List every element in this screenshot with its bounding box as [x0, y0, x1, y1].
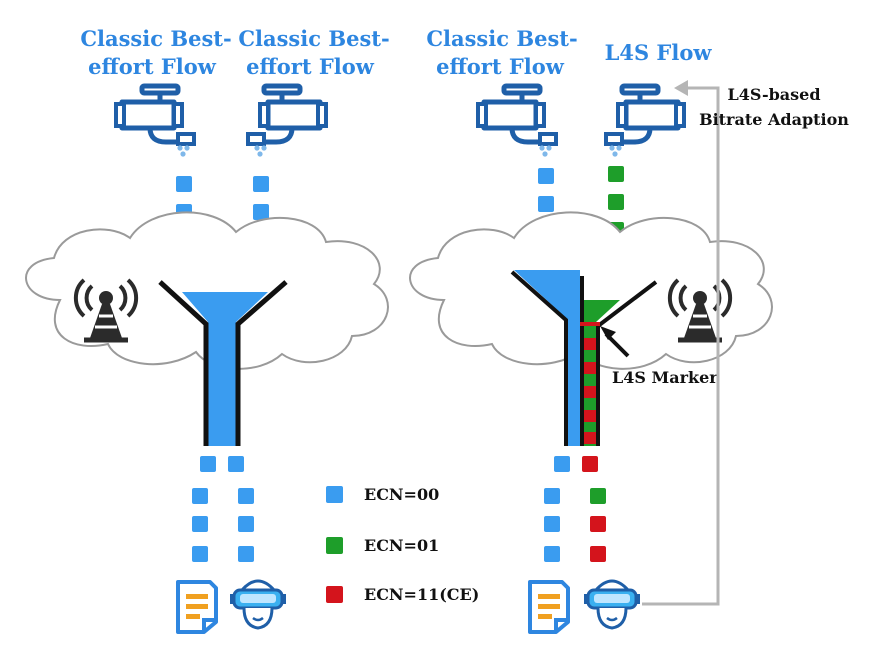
vr-headset-user-icon	[582, 579, 642, 630]
packet-ecn00	[253, 176, 269, 192]
packet-ecn00	[200, 456, 216, 472]
vr-headset-user-icon	[228, 579, 288, 630]
legend-swatch-ecn01	[326, 537, 343, 554]
packet-ecn11	[582, 456, 598, 472]
adaptation-label-line1: L4S-based	[727, 85, 820, 104]
packet-ecn00	[538, 196, 554, 212]
legend-swatch-ecn11	[326, 586, 343, 603]
faucet-icon	[116, 86, 194, 144]
right-flow1-title-line2: effort Flow	[436, 54, 565, 79]
document-icon	[528, 580, 570, 634]
right-flow1-title-line1: Classic Best-	[426, 26, 577, 51]
packet-ecn00	[192, 546, 208, 562]
packet-ecn00	[544, 546, 560, 562]
funnel-wall-left	[158, 280, 209, 446]
funnel-wall-left	[510, 270, 568, 446]
faucet-icon	[478, 86, 556, 144]
packet-ecn11	[590, 516, 606, 532]
water-drops-icon	[177, 145, 190, 157]
faucet-icon	[248, 86, 326, 144]
adaptation-label-line2: Bitrate Adaption	[699, 110, 849, 129]
packet-ecn00	[228, 456, 244, 472]
packet-ecn00	[544, 488, 560, 504]
left-flow1-title-line1: Classic Best-	[80, 26, 231, 51]
legend-label-ecn00: ECN=00	[364, 485, 439, 504]
packet-ecn00	[238, 546, 254, 562]
l4s-marker-label: L4S Marker	[612, 368, 718, 387]
packet-ecn00	[554, 456, 570, 472]
packet-ecn01	[608, 166, 624, 182]
legend-label-ecn01: ECN=01	[364, 536, 439, 555]
right-panel: Classic Best- effort Flow L4S Flow	[409, 26, 849, 634]
water-drops-icon	[254, 145, 267, 157]
water-drops-icon	[539, 145, 552, 157]
packet-ecn00	[544, 516, 560, 532]
bitrate-feedback-path	[642, 86, 720, 606]
l4s-queue-marked-segments	[584, 338, 596, 444]
right-outgoing-packets	[544, 456, 606, 562]
packet-ecn00	[238, 516, 254, 532]
left-panel: Classic Best- effort Flow Classic Best- …	[25, 26, 390, 634]
funnel-wall-right	[235, 280, 288, 446]
legend: ECN=00 ECN=01 ECN=11(CE)	[326, 485, 479, 604]
packet-ecn01	[590, 488, 606, 504]
classic-queue	[514, 270, 580, 446]
document-icon	[176, 580, 218, 634]
water-drops-icon	[609, 145, 622, 157]
shared-queue-funnel	[182, 292, 268, 446]
left-flow2-title-line2: effort Flow	[246, 54, 375, 79]
legend-swatch-ecn00	[326, 486, 343, 503]
arrowhead-icon	[600, 326, 616, 340]
packet-ecn00	[538, 168, 554, 184]
l4s-queue	[584, 300, 620, 446]
feedback-arrowhead-icon	[674, 80, 688, 96]
packet-ecn00	[176, 176, 192, 192]
left-flow2-title-line1: Classic Best-	[238, 26, 389, 51]
legend-label-ecn11: ECN=11(CE)	[364, 585, 479, 604]
packet-ecn01	[608, 194, 624, 210]
faucet-icon	[606, 86, 684, 144]
packet-ecn00	[238, 488, 254, 504]
packet-ecn11	[590, 546, 606, 562]
packet-ecn00	[253, 204, 269, 220]
left-outgoing-packets	[192, 456, 254, 562]
left-flow1-title-line2: effort Flow	[88, 54, 217, 79]
network-cloud	[409, 211, 773, 370]
l4s-flow-title: L4S Flow	[605, 40, 713, 65]
packet-ecn00	[192, 488, 208, 504]
packet-ecn00	[192, 516, 208, 532]
